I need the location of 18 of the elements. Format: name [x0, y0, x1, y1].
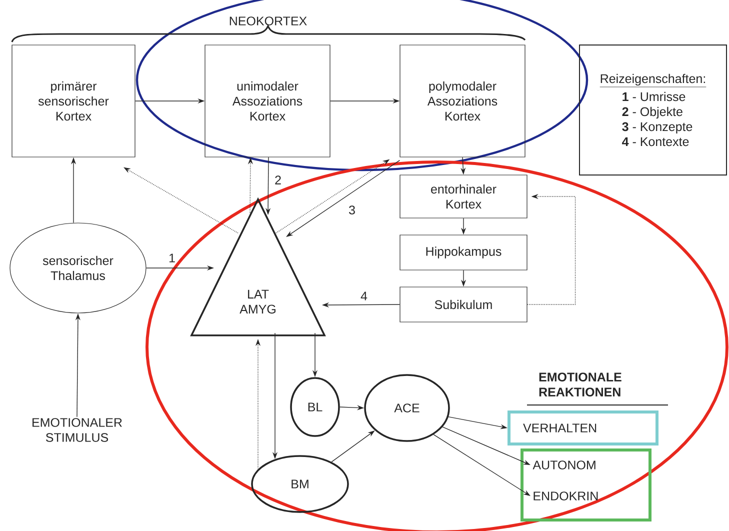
edge-label: 3 — [349, 206, 355, 214]
process-box: entorhinaler Kortex — [400, 174, 528, 218]
edge-label: 2 — [275, 176, 281, 184]
response-label: AUTONOM — [532, 460, 596, 470]
process-box: Subikulum — [400, 286, 528, 322]
section-title: NEOKORTEX — [230, 16, 307, 26]
edge-label: 4 — [360, 292, 368, 300]
response-box: VERHALTEN — [508, 410, 658, 446]
cortex-box: unimodaler Assoziations Kortex — [204, 44, 330, 158]
process-box: Hippokampus — [400, 234, 528, 270]
response-label: ENDOKRIN — [534, 492, 598, 500]
legend-box: Reizeigenschaften: 1 - Umrisse 2 - Objekte 3 - Konzepte 4 - Kontexte — [579, 44, 727, 176]
highlight-box — [520, 448, 652, 522]
section-title: EMOTIONALE REAKTIONEN — [539, 372, 622, 396]
edge-label: 1 — [169, 254, 175, 262]
cortex-box: primärer sensorischer Kortex — [12, 44, 136, 158]
stimulus-label: EMOTIONALER STIMULUS — [32, 418, 122, 442]
cortex-box: polymodaler Assoziations Kortex — [400, 44, 526, 158]
